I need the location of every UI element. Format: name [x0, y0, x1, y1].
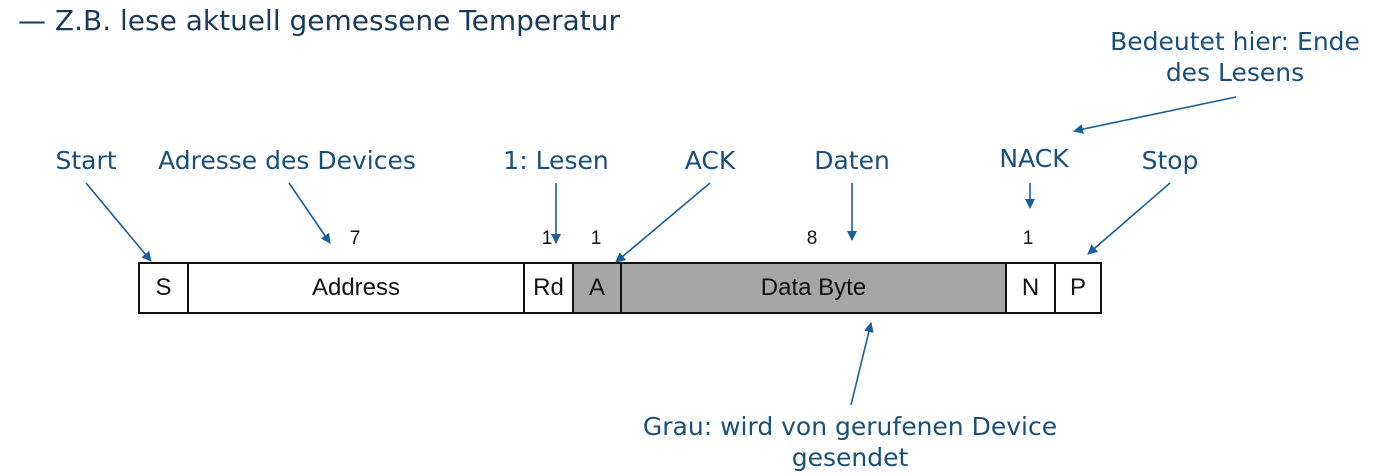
- label-ack: ACK: [684, 146, 736, 175]
- field-ack: A: [572, 264, 620, 312]
- label-data: Daten: [814, 146, 890, 175]
- field-read: Rd: [523, 264, 572, 312]
- label-address: Adresse des Devices: [158, 146, 416, 175]
- gray-note: Grau: wird von gerufenen Device gesendet: [643, 411, 1057, 474]
- gray-note-line-2: gesendet: [791, 443, 909, 473]
- bits-rd: 1: [541, 228, 553, 249]
- end-note: Bedeutet hier: Ende des Lesens: [1110, 26, 1360, 89]
- bits-ack: 1: [590, 228, 602, 249]
- end-note-line-1: Bedeutet hier: Ende: [1110, 27, 1360, 56]
- arrow-stop: [1087, 182, 1171, 255]
- gray-note-line-1: Grau: wird von gerufenen Device: [642, 412, 1058, 441]
- label-read: 1: Lesen: [503, 146, 609, 175]
- bits-data: 8: [806, 228, 818, 249]
- label-start: Start: [55, 146, 117, 175]
- bits-nack: 1: [1022, 228, 1034, 249]
- heading: — Z.B. lese aktuell gemessene Temperatur: [18, 4, 621, 37]
- field-nack: N: [1005, 264, 1054, 312]
- field-data-byte: Data Byte: [620, 264, 1005, 312]
- field-start: S: [138, 264, 187, 312]
- arrow-ack: [615, 182, 711, 263]
- i2c-frame: S Address Rd A Data Byte N P: [138, 262, 1102, 314]
- arrow-start: [85, 182, 152, 262]
- arrow-address: [288, 182, 331, 244]
- bits-address: 7: [349, 228, 361, 249]
- label-nack: NACK: [999, 144, 1069, 173]
- end-note-line-2: des Lesens: [1165, 58, 1305, 88]
- arrow-end-note: [1073, 96, 1237, 135]
- field-stop: P: [1054, 264, 1102, 312]
- arrow-gray-note: [850, 322, 874, 406]
- label-stop: Stop: [1141, 146, 1199, 175]
- field-address: Address: [187, 264, 523, 312]
